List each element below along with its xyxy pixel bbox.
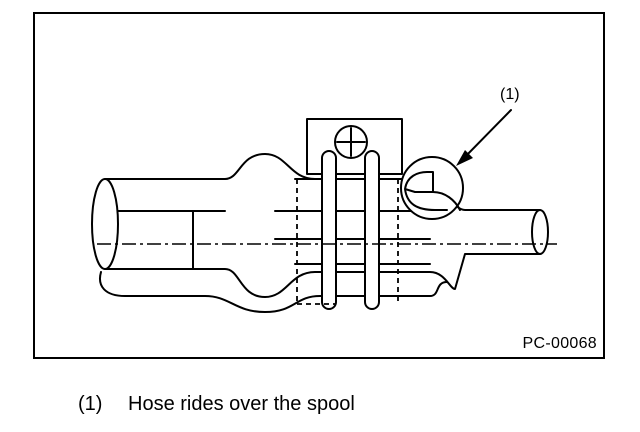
pipe-bottom-outline — [104, 253, 541, 298]
callout-arrowhead — [456, 150, 473, 166]
caption-text: Hose rides over the spool — [128, 393, 355, 415]
caption: (1) Hose rides over the spool — [78, 392, 355, 416]
hose-clamp-left — [321, 150, 337, 310]
hose-lower-tube — [99, 271, 448, 313]
figure-frame: (1) PC-00068 — [33, 12, 605, 359]
caption-number: (1) — [78, 393, 103, 415]
hose-over-spool — [404, 171, 461, 211]
callout-label: (1) — [500, 86, 520, 103]
pipe-left-end — [91, 178, 119, 270]
hose-spool-diagram — [91, 109, 557, 313]
pipe-right-end — [531, 209, 549, 255]
hose-clamp-right — [364, 150, 380, 310]
figure-code: PC-00068 — [522, 335, 597, 352]
callout-leader — [461, 109, 512, 161]
